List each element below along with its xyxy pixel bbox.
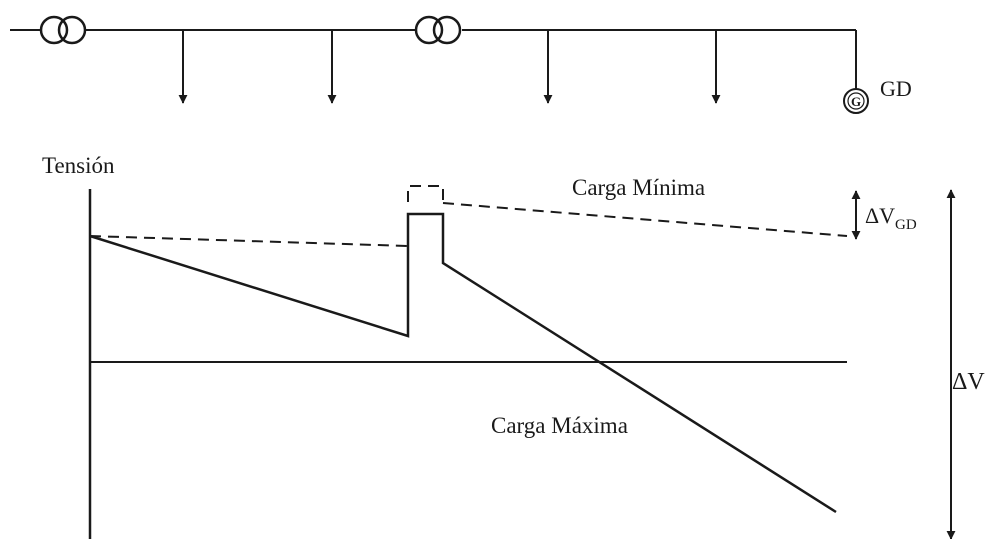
- min-load-profile: [89, 185, 848, 247]
- max-load-label: Carga Máxima: [491, 413, 628, 438]
- transformer-icon: [39, 15, 87, 45]
- delta-v-gd-label: ΔVGD: [865, 203, 917, 233]
- transformer-icon: [414, 15, 462, 45]
- min-load-label: Carga Mínima: [572, 175, 705, 200]
- voltage-axis-label: Tensión: [42, 153, 115, 178]
- max-load-profile: [89, 212, 837, 514]
- generator-label: GD: [880, 76, 912, 101]
- generator-symbol: G: [851, 94, 861, 109]
- feeder-single-line: [10, 29, 857, 90]
- delta-v-label: ΔV: [952, 369, 985, 395]
- generator-icon: G: [843, 88, 869, 114]
